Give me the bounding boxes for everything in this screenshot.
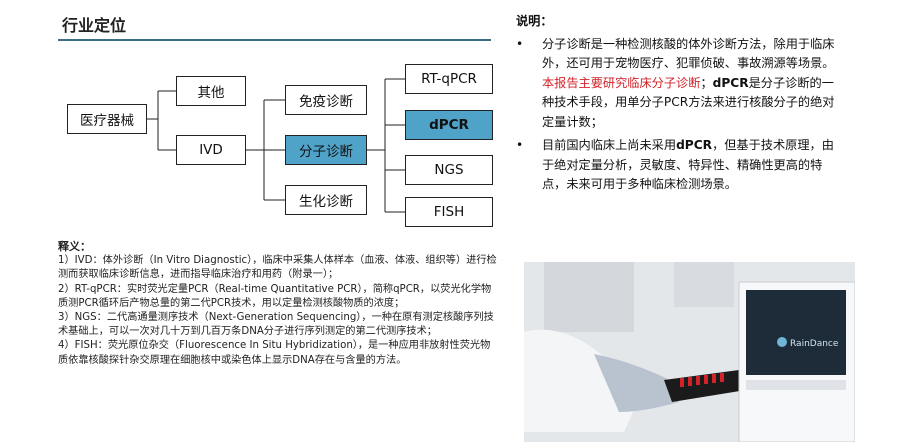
node-ivd: IVD: [176, 135, 246, 165]
definition-ivd: 1）IVD：体外诊断（In Vitro Diagnostic），临床中采集人体样…: [58, 255, 497, 281]
explanation-item-1: • 分子诊断是一种检测核酸的体外诊断方法，除用于临床外，还可用于宠物医疗、犯罪侦…: [516, 36, 835, 129]
definitions-heading: 释义：: [58, 240, 91, 253]
node-biochemical-diagnostics: 生化诊断: [285, 185, 367, 215]
lab-instrument-photo: RainDance: [524, 262, 855, 442]
node-ngs: NGS: [405, 155, 493, 185]
instrument-illustration: RainDance: [524, 262, 855, 442]
node-fish: FISH: [405, 197, 493, 227]
bullet-icon: •: [516, 36, 524, 51]
node-immunodiagnostics: 免疫诊断: [285, 85, 367, 115]
definition-rt-qpcr: 2）RT-qPCR：实时荧光定量PCR（Real-time Quantitati…: [58, 283, 492, 309]
node-dpcr: dPCR: [405, 110, 493, 140]
definitions-block: 释义： 1）IVD：体外诊断（In Vitro Diagnostic），临床中采…: [58, 240, 498, 368]
explanation-heading: 说明：: [516, 14, 553, 28]
node-molecular-diagnostics: 分子诊断: [285, 135, 367, 165]
definition-ngs: 3）NGS：二代高通量测序技术（Next-Generation Sequenci…: [58, 312, 494, 338]
explanation-item-2: • 目前国内临床上尚未采用dPCR，但基于技术原理，由于绝对定量分析，灵敏度、特…: [516, 138, 834, 191]
highlight-red-text: 本报告主要研究临床分子诊断: [542, 75, 701, 90]
definition-fish: 4）FISH：荧光原位杂交（Fluorescence In Situ Hybri…: [58, 340, 491, 366]
bullet-icon: •: [516, 138, 524, 152]
explanation-block: 说明： • 分子诊断是一种检测核酸的体外诊断方法，除用于临床外，还可用于宠物医疗…: [516, 12, 846, 199]
title-underline: [58, 39, 491, 41]
node-other: 其他: [176, 76, 246, 106]
page-title: 行业定位: [62, 16, 127, 35]
instrument-brand-label: RainDance: [790, 339, 839, 349]
node-medical-devices: 医疗器械: [67, 104, 147, 134]
node-rt-qpcr: RT-qPCR: [405, 64, 493, 94]
